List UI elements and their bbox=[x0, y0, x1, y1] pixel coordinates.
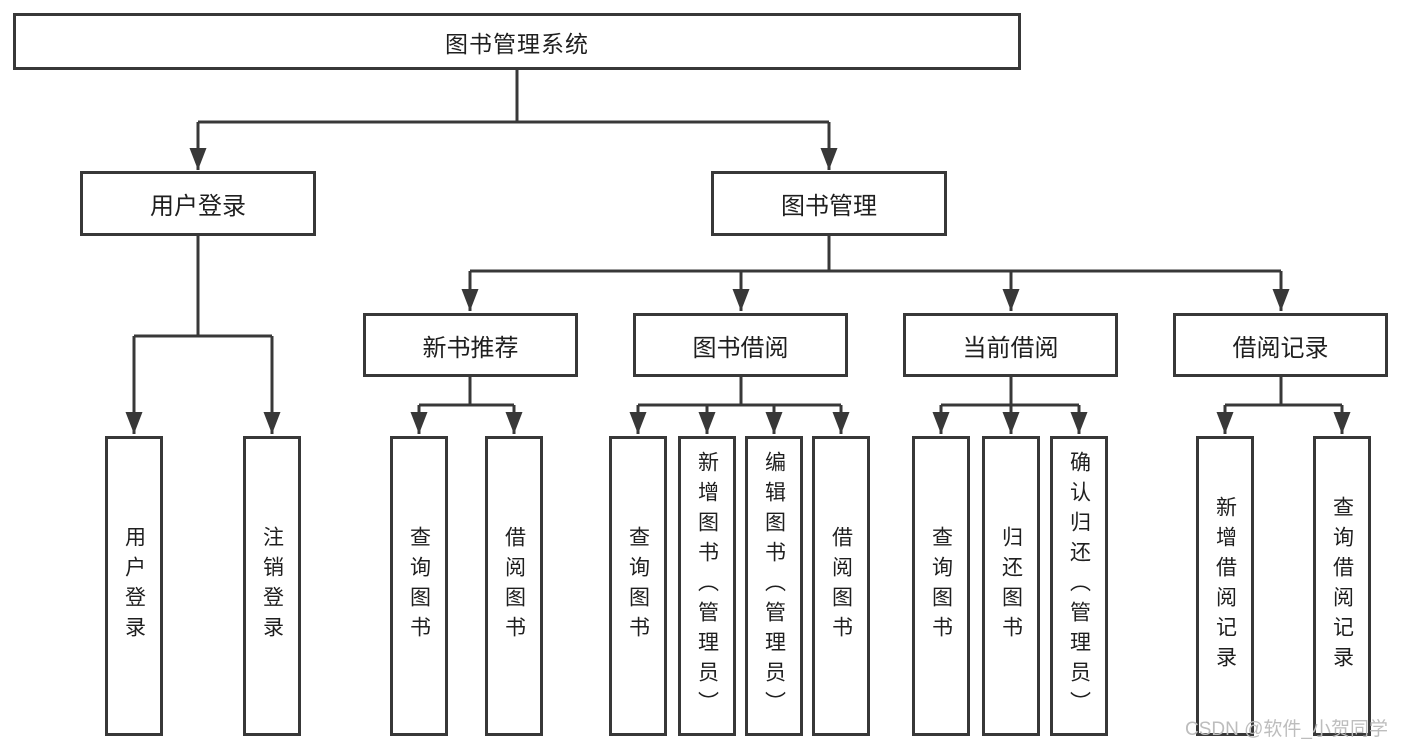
node-label: 编辑图书（管理员） bbox=[762, 451, 786, 721]
node-book-management: 图书管理 bbox=[711, 171, 947, 236]
node-label: 归还图书 bbox=[999, 526, 1023, 646]
leaf-borrowing-query-books: 查询图书 bbox=[609, 436, 667, 736]
node-label: 借阅记录 bbox=[1232, 334, 1329, 362]
node-label: 查询借阅记录 bbox=[1330, 496, 1354, 676]
leaf-user-login: 用户登录 bbox=[105, 436, 163, 736]
node-book-borrowing: 图书借阅 bbox=[633, 313, 848, 377]
leaf-current-query-books: 查询图书 bbox=[912, 436, 970, 736]
node-label: 查询图书 bbox=[929, 526, 953, 646]
node-label: 图书借阅 bbox=[692, 334, 789, 362]
leaf-current-return-books: 归还图书 bbox=[982, 436, 1040, 736]
node-label: 查询图书 bbox=[407, 526, 431, 646]
node-label: 新增借阅记录 bbox=[1213, 496, 1237, 676]
leaf-recommend-borrow-books: 借阅图书 bbox=[485, 436, 543, 736]
node-borrowing-records: 借阅记录 bbox=[1173, 313, 1388, 377]
node-label: 注销登录 bbox=[260, 526, 284, 646]
leaf-borrowing-borrow-books: 借阅图书 bbox=[812, 436, 870, 736]
leaf-borrowing-add-books-admin: 新增图书（管理员） bbox=[678, 436, 736, 736]
leaf-records-add-borrow-record: 新增借阅记录 bbox=[1196, 436, 1254, 736]
node-label: 借阅图书 bbox=[502, 526, 526, 646]
node-label: 新增图书（管理员） bbox=[695, 451, 719, 721]
node-new-book-recommendation: 新书推荐 bbox=[363, 313, 578, 377]
node-label: 新书推荐 bbox=[422, 334, 519, 362]
node-label: 查询图书 bbox=[626, 526, 650, 646]
node-root: 图书管理系统 bbox=[13, 13, 1021, 70]
node-label: 当前借阅 bbox=[962, 334, 1059, 362]
node-label: 确认归还（管理员） bbox=[1067, 451, 1091, 721]
node-label: 借阅图书 bbox=[829, 526, 853, 646]
node-label: 用户登录 bbox=[122, 526, 146, 646]
node-label: 图书管理系统 bbox=[445, 30, 589, 57]
node-current-borrowing: 当前借阅 bbox=[903, 313, 1118, 377]
leaf-records-query-borrow-record: 查询借阅记录 bbox=[1313, 436, 1371, 736]
leaf-logout: 注销登录 bbox=[243, 436, 301, 736]
node-label: 图书管理 bbox=[781, 193, 877, 220]
node-label: 用户登录 bbox=[150, 193, 246, 220]
node-user-login: 用户登录 bbox=[80, 171, 316, 236]
leaf-current-confirm-return-admin: 确认归还（管理员） bbox=[1050, 436, 1108, 736]
watermark-text: CSDN @软件_小贺同学 bbox=[1185, 719, 1388, 740]
leaf-recommend-query-books: 查询图书 bbox=[390, 436, 448, 736]
leaf-borrowing-edit-books-admin: 编辑图书（管理员） bbox=[745, 436, 803, 736]
